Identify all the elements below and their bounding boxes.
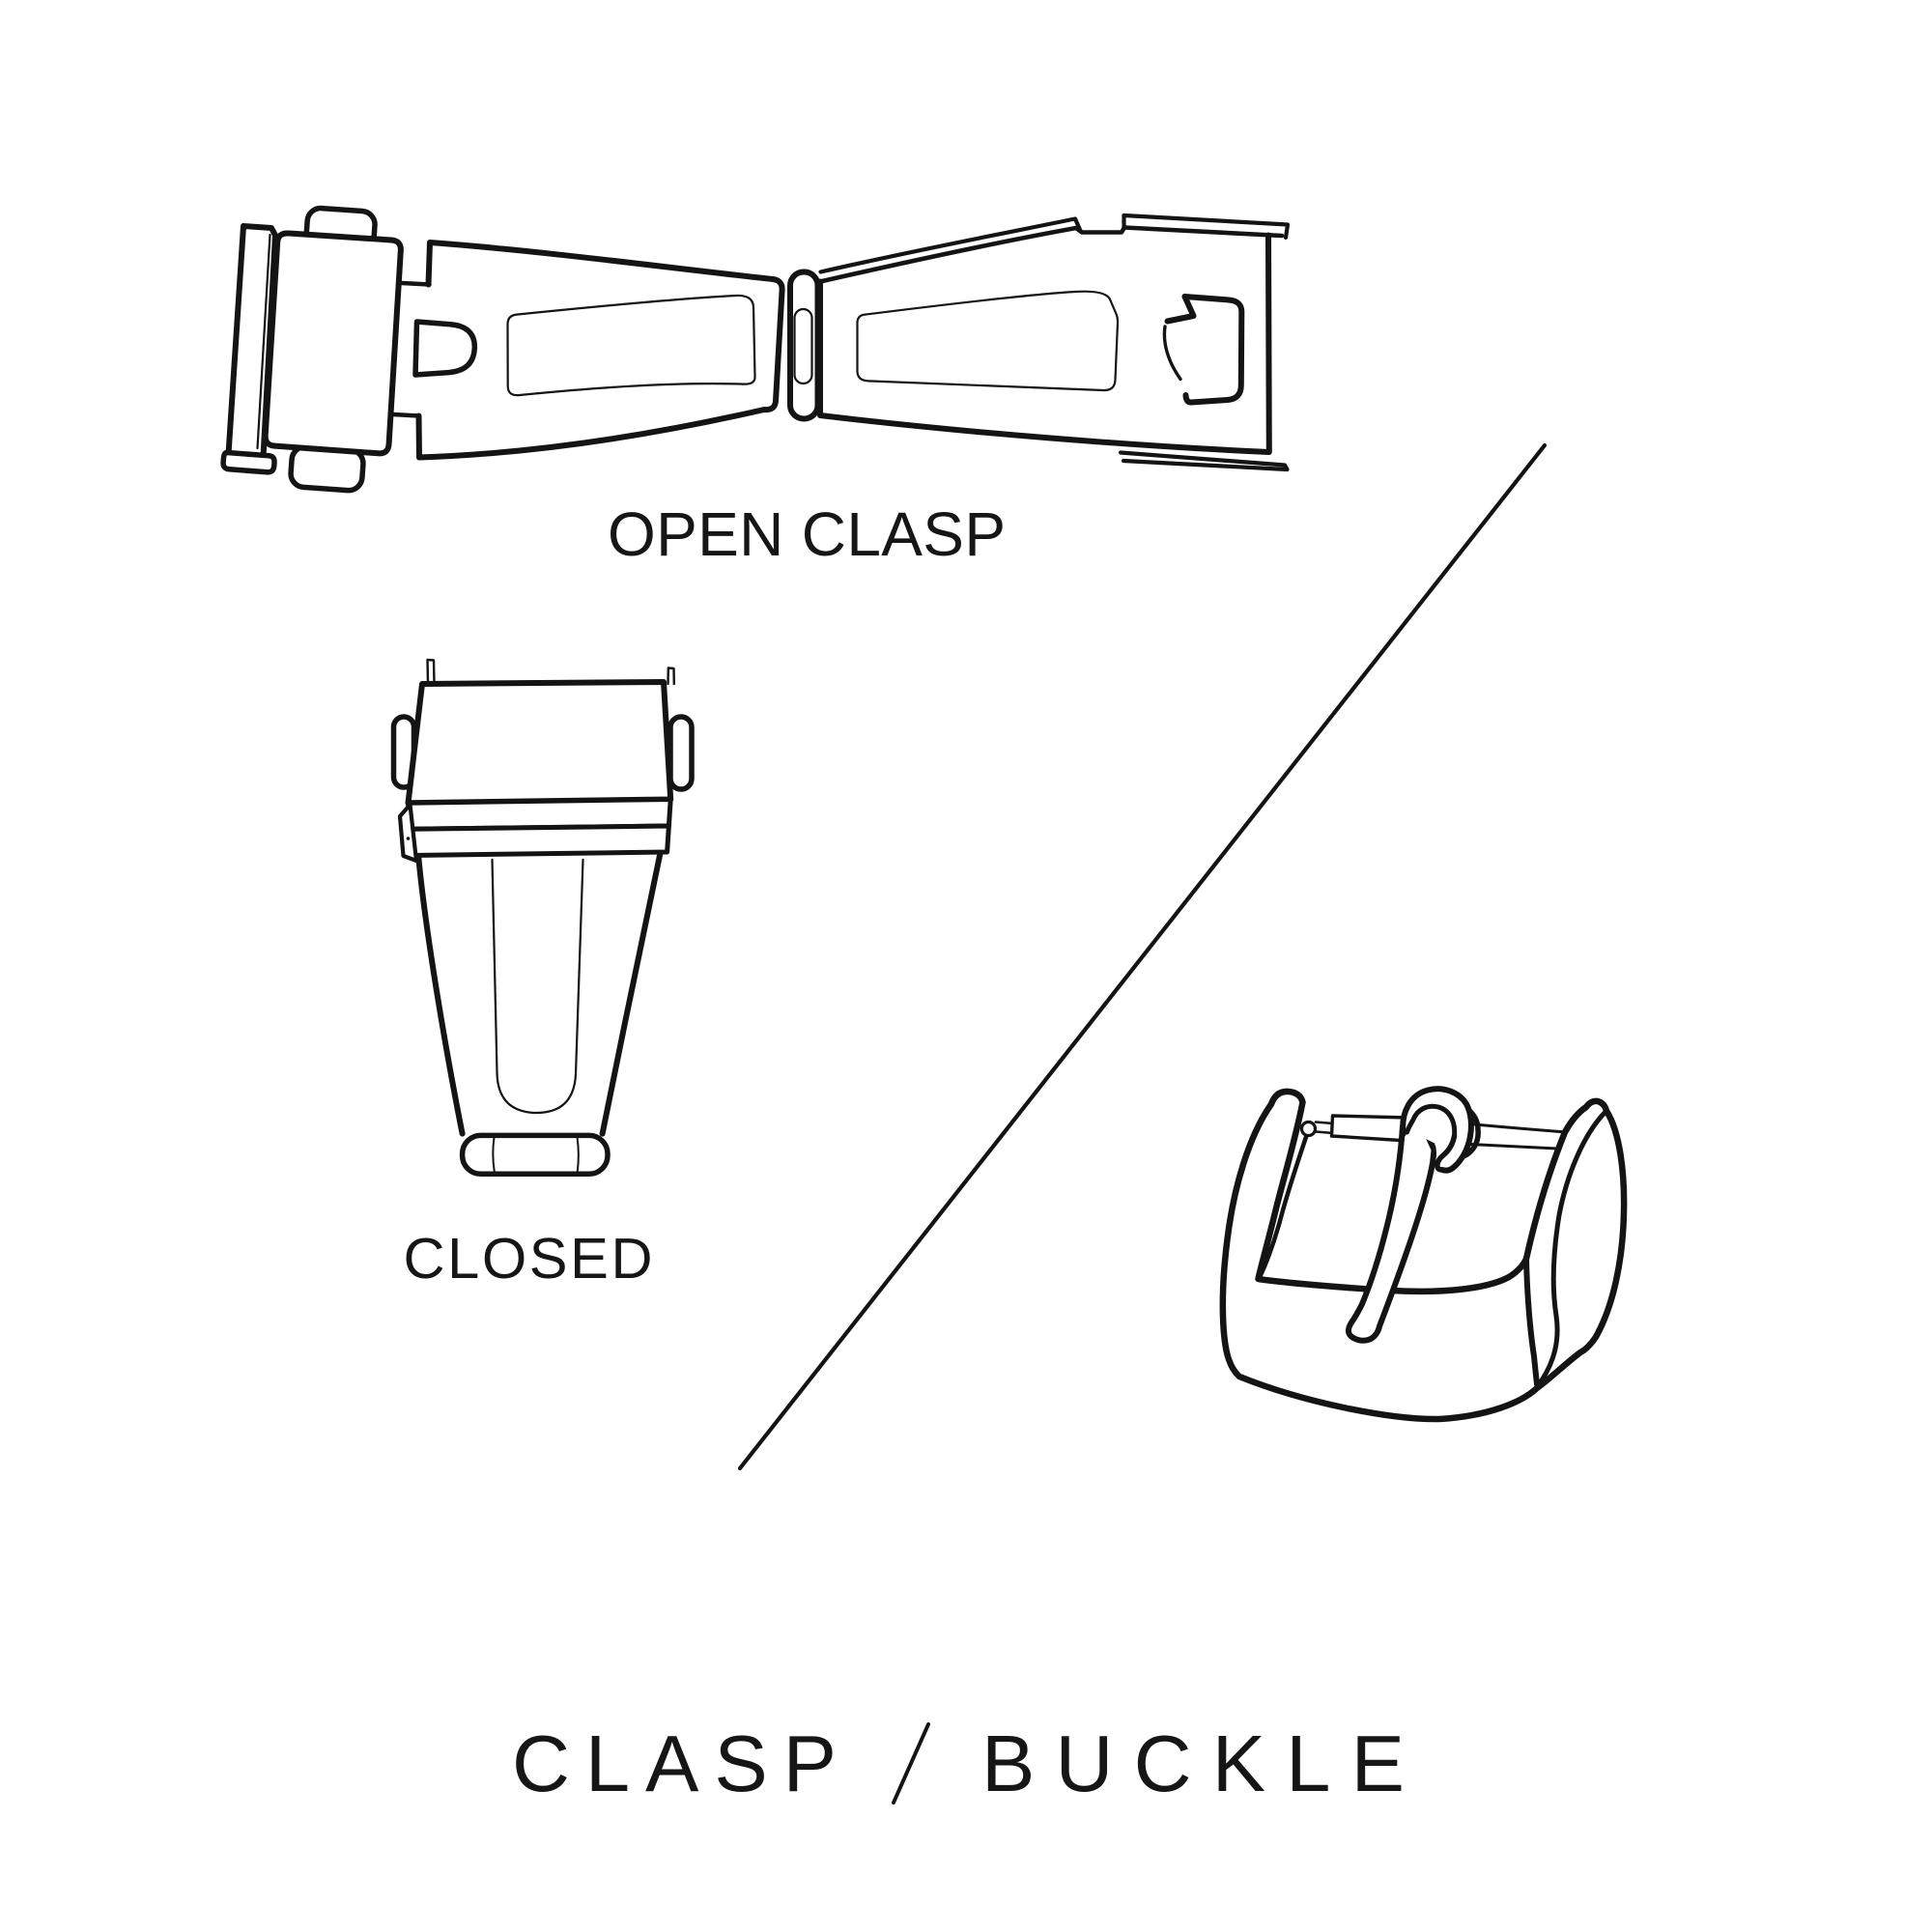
- svg-text:OPEN CLASP: OPEN CLASP: [608, 499, 1006, 569]
- svg-text:CLASP: CLASP: [512, 1719, 837, 1808]
